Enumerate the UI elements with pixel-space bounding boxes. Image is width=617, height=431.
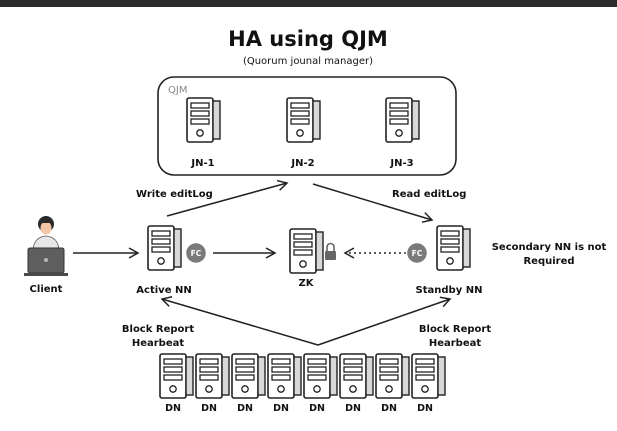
block-report-left-arrow [160, 296, 319, 346]
datanode-label: DN [417, 403, 433, 414]
jn2-server-icon [286, 97, 321, 143]
block-report-right-arrow [317, 296, 452, 346]
write-editlog-label: Write editLog [136, 189, 213, 200]
write-editlog-arrow [166, 179, 289, 217]
datanode-label: DN [237, 403, 253, 414]
datanode-server-icon [195, 353, 230, 399]
active-fc-badge: FC [184, 241, 208, 265]
qjm-label: QJM [168, 85, 187, 96]
block-right-line-1: Block Report [419, 324, 491, 335]
active-nn-server-icon [147, 225, 182, 271]
jn1-server-icon [186, 97, 221, 143]
read-editlog-label: Read editLog [392, 189, 466, 200]
datanode-server-icon [339, 353, 374, 399]
datanode-label: DN [201, 403, 217, 414]
datanode-server-icon [375, 353, 410, 399]
block-left-line-1: Block Report [122, 324, 194, 335]
zk-server-icon [289, 228, 324, 274]
datanode-label: DN [309, 403, 325, 414]
jn3-label: JN-3 [389, 158, 413, 169]
datanode-server-icon [267, 353, 302, 399]
read-editlog-arrow [312, 183, 434, 223]
datanode-server-icon [159, 353, 194, 399]
standby-fc-badge: FC [405, 241, 429, 265]
page-subtitle: (Quorum jounal manager) [243, 56, 373, 67]
datanode-server-icon [411, 353, 446, 399]
datanode-row: DN DN DN DN DN DN DN DN [159, 353, 446, 414]
top-bar [0, 0, 617, 7]
active-nn-label: Active NN [136, 285, 191, 296]
block-left-line-2: Hearbeat [132, 338, 185, 349]
standby-nn-server-icon [436, 225, 471, 271]
block-right-line-2: Hearbeat [429, 338, 482, 349]
lock-icon [325, 242, 336, 260]
note-line-1: Secondary NN is not [492, 242, 607, 253]
page-title: HA using QJM [228, 27, 388, 51]
datanode-label: DN [273, 403, 289, 414]
datanode-label: DN [381, 403, 397, 414]
active-fc-label: FC [191, 249, 202, 258]
zk-label: ZK [299, 278, 315, 289]
datanode-label: DN [165, 403, 181, 414]
standby-nn-label: Standby NN [416, 285, 483, 296]
jn1-label: JN-1 [190, 158, 214, 169]
datanode-server-icon [231, 353, 266, 399]
jn3-server-icon [385, 97, 420, 143]
client-person-icon [24, 216, 68, 276]
datanode-server-icon [303, 353, 338, 399]
client-label: Client [30, 284, 63, 295]
datanode-label: DN [345, 403, 361, 414]
standby-fc-label: FC [412, 249, 423, 258]
note-line-2: Required [523, 256, 574, 267]
jn2-label: JN-2 [290, 158, 314, 169]
